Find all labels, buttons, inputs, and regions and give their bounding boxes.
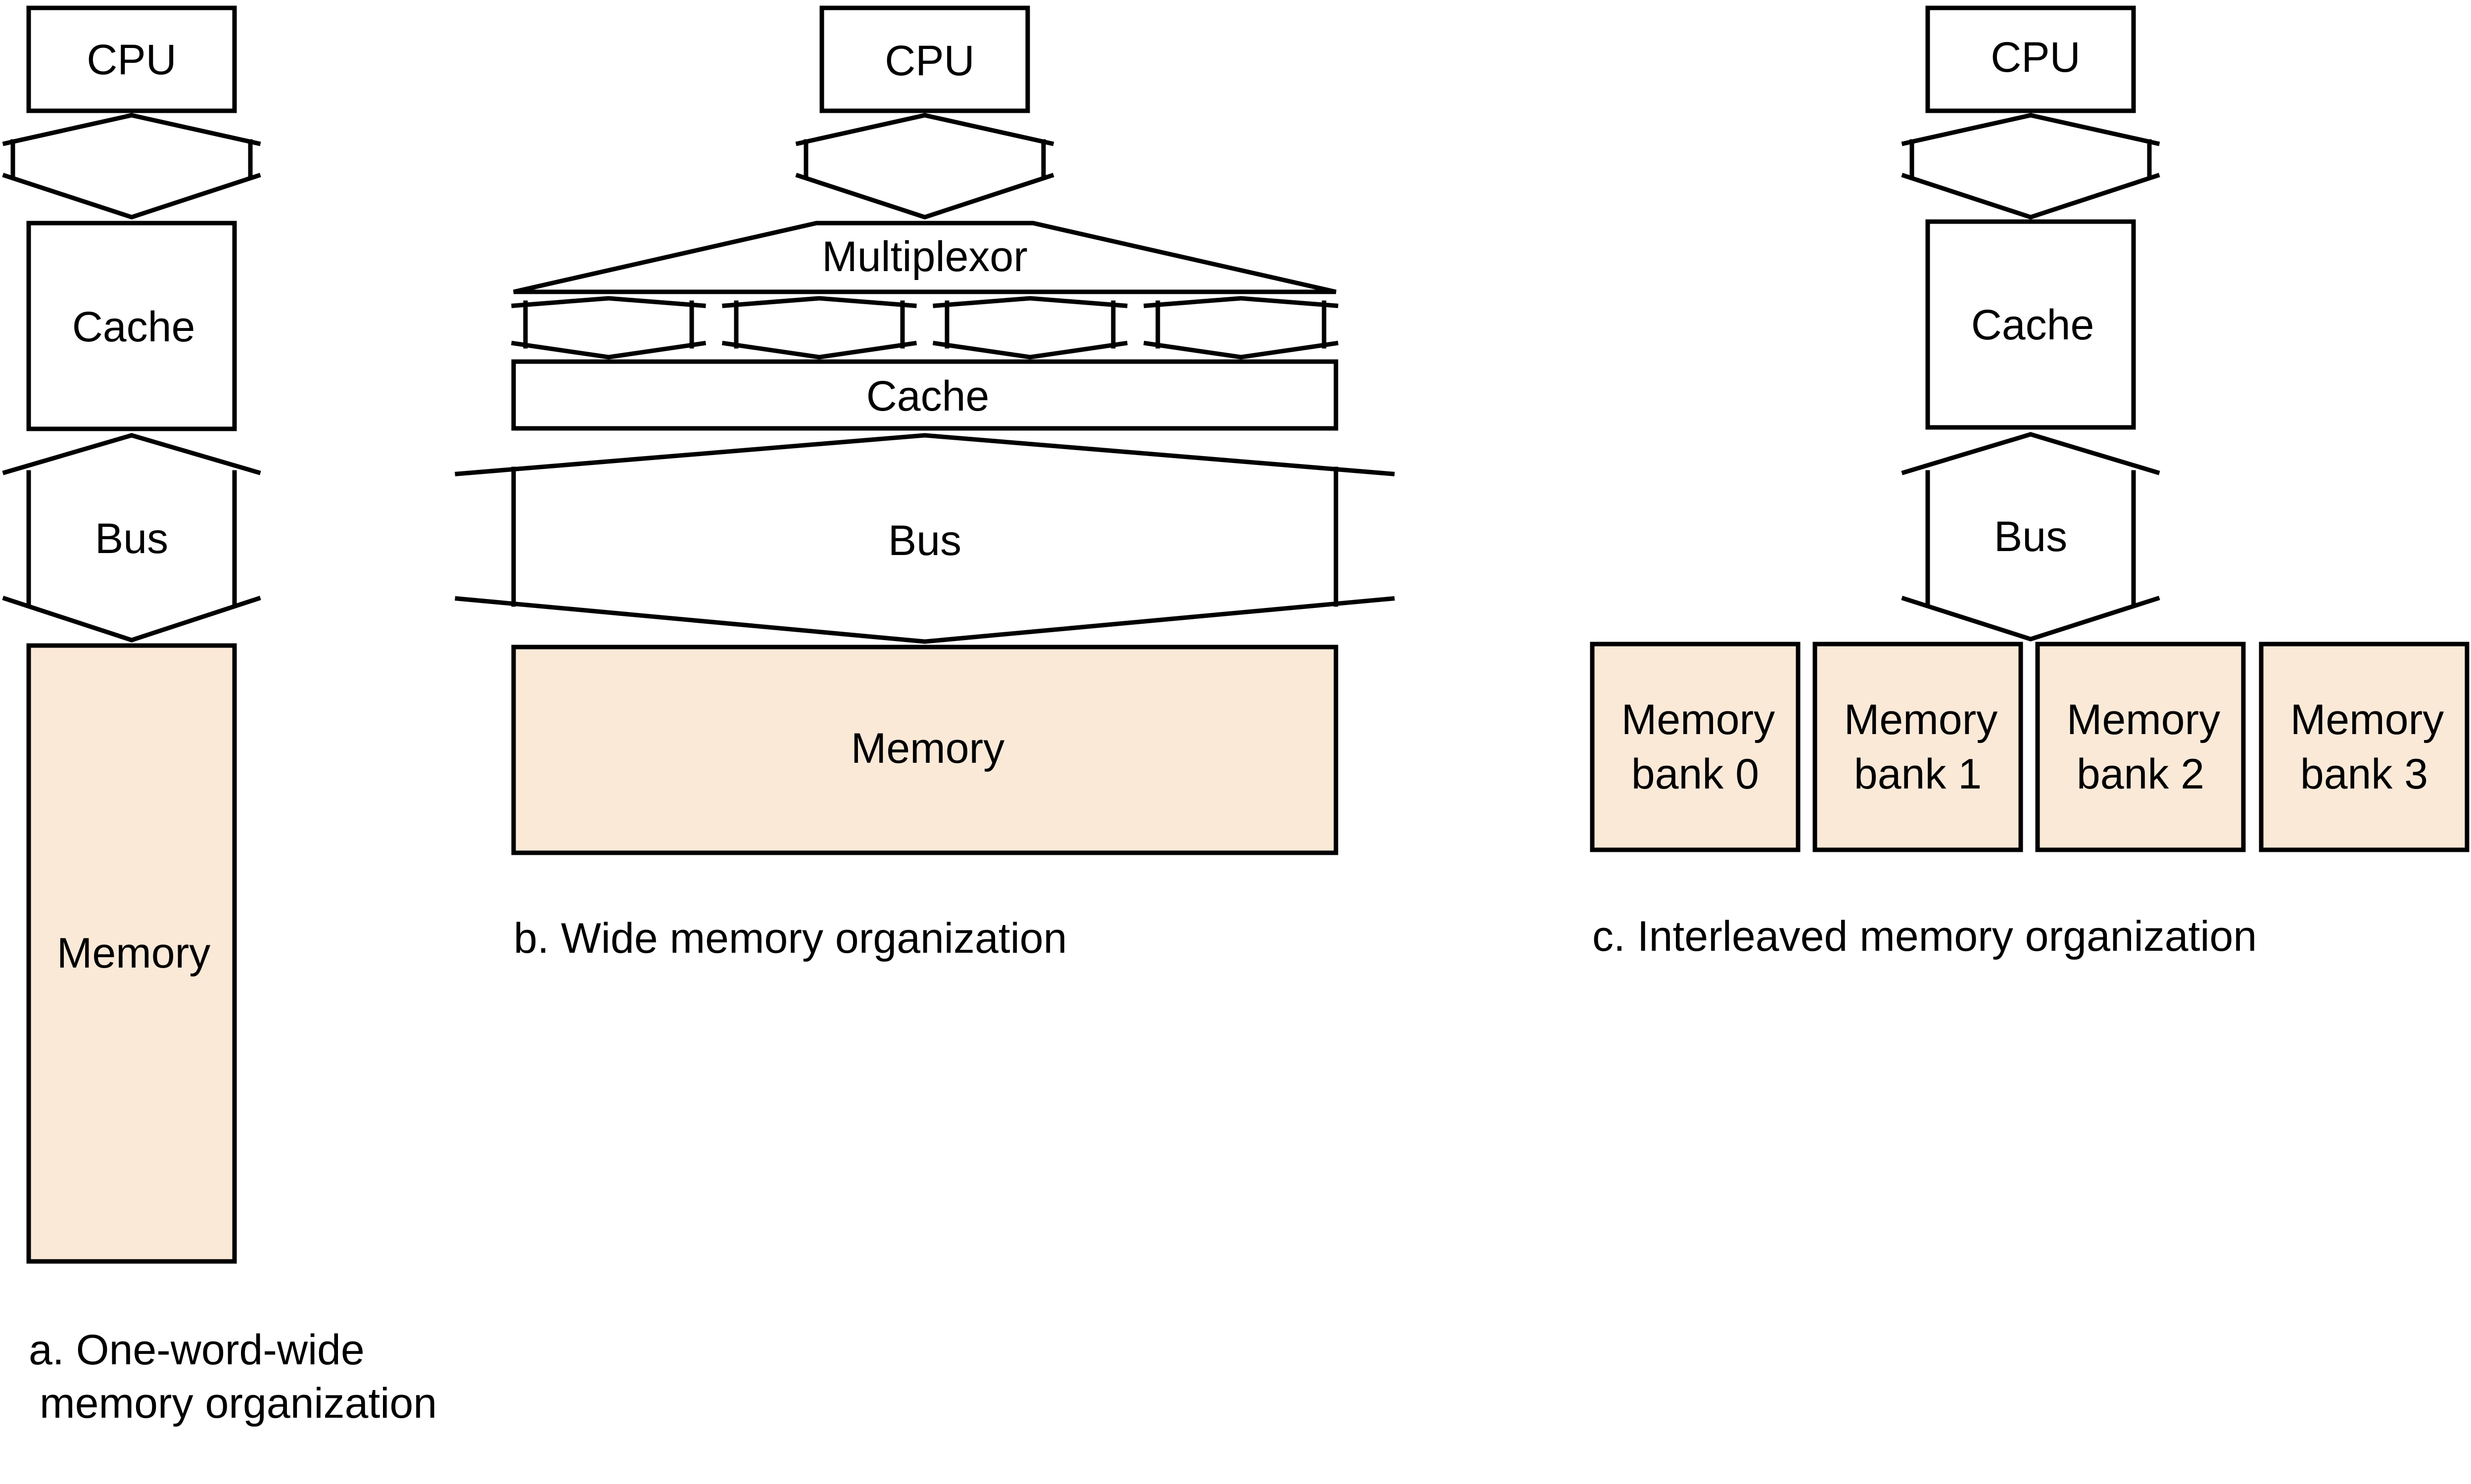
b-multiplexor <box>513 221 1336 294</box>
panel-wide-memory: CPU Multiplexor <box>455 5 1395 962</box>
c-cache-label: Cache <box>1971 301 2094 349</box>
c-bank-2-line2: bank 2 <box>2077 750 2204 798</box>
b-mux-cache-connector-2 <box>721 296 917 360</box>
c-caption: c. Interleaved memory organization <box>1592 913 2257 960</box>
b-cache-label: Cache <box>866 372 990 420</box>
b-caption: b. Wide memory organization <box>514 915 1067 962</box>
c-bank-1-line1: Memory <box>1844 696 1998 743</box>
b-mux-cache-connector-1 <box>511 296 707 360</box>
a-caption-line2: memory organization <box>40 1380 437 1427</box>
a-memory-box <box>26 643 237 1264</box>
a-cpu-label: CPU <box>87 36 177 84</box>
a-cpu-cache-connector <box>2 113 261 220</box>
b-bus-label: Bus <box>888 517 961 564</box>
b-cpu-mux-connector <box>795 113 1054 220</box>
c-memory-bank-0: Memory bank 0 <box>1590 642 1801 852</box>
c-memory-bank-2: Memory bank 2 <box>2035 642 2246 852</box>
c-memory-bank-3: Memory bank 3 <box>2259 642 2470 852</box>
b-bus <box>455 433 1395 644</box>
a-cache-label: Cache <box>72 303 195 351</box>
c-bank-1-line2: bank 1 <box>1854 750 1982 798</box>
c-cpu-box <box>1925 5 2136 113</box>
panel-one-word-wide: CPU Cache Bus Memory a. One-word-wide me… <box>2 5 437 1427</box>
c-bus <box>1901 432 2160 642</box>
a-memory-label: Memory <box>57 929 211 977</box>
c-memory-bank-1: Memory bank 1 <box>1812 642 2023 852</box>
a-cache-box <box>26 221 237 431</box>
c-bank-3-line1: Memory <box>2290 696 2444 743</box>
a-cpu-box <box>26 5 237 113</box>
b-cpu-box <box>819 5 1030 113</box>
b-cpu-label: CPU <box>885 37 975 85</box>
b-memory-label: Memory <box>851 725 1005 772</box>
c-bank-0-line1: Memory <box>1621 696 1775 743</box>
c-bank-3-line2: bank 3 <box>2300 750 2428 798</box>
b-mux-cache-connector-3 <box>932 296 1128 360</box>
b-multiplexor-label: Multiplexor <box>822 233 1028 280</box>
b-mux-cache-connector-4 <box>1143 296 1339 360</box>
panel-interleaved-memory: CPU Cache Bus Memory bank 0 Memory bank … <box>1590 5 2470 960</box>
c-cache-box <box>1925 219 2136 430</box>
c-bank-0-line2: bank 0 <box>1631 750 1759 798</box>
c-bank-2-line1: Memory <box>2067 696 2221 743</box>
a-bus <box>2 433 261 643</box>
b-memory-box <box>511 645 1338 855</box>
a-bus-label: Bus <box>95 515 168 562</box>
c-cpu-label: CPU <box>1991 34 2081 81</box>
c-bus-label: Bus <box>1994 513 2067 560</box>
b-cache-box <box>511 359 1338 431</box>
c-cpu-cache-connector <box>1901 113 2160 220</box>
a-caption-line1: a. One-word-wide <box>29 1326 365 1374</box>
